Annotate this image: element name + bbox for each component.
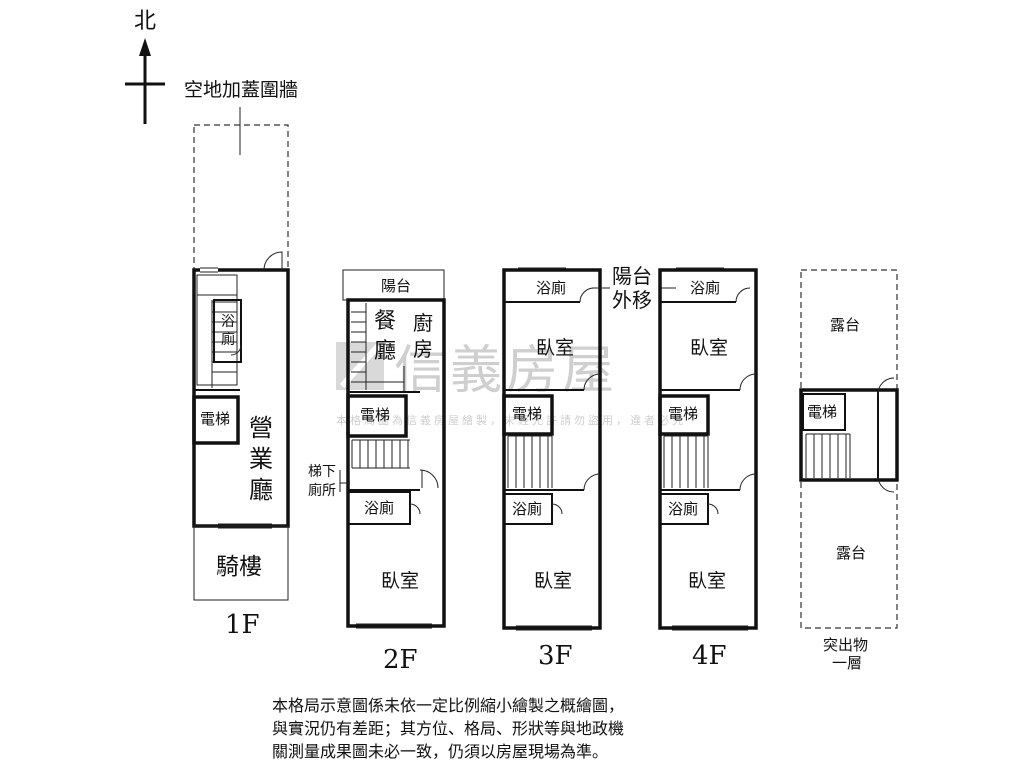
floor-1f-label: 1F [225,610,260,640]
roof-structure [799,388,899,482]
floor-4f-label: 4F [692,641,727,671]
floor-3f-label: 3F [538,641,573,671]
terrace-bottom-label: 露台 [836,544,866,562]
elevator-2f-label: 電梯 [360,406,390,424]
elevator-2f [346,394,408,438]
bedroom-4f-label: 臥室 [688,570,726,592]
floor-1f: 空地加蓋圍牆 浴 廁 電梯 營 業 廳 [184,79,298,640]
bath-3f-label: 浴廁 [512,500,542,518]
bedroom-3f-label: 臥室 [534,570,572,592]
stair-3f [507,435,553,488]
floor-4f: 浴廁 臥室 電梯 浴廁 臥室 4F [658,267,758,671]
elevator-1f [192,395,240,445]
north-label: 北 [134,9,156,34]
north-arrow-icon [125,38,165,124]
arcade-label: 騎樓 [216,554,262,580]
balcony-moved-label-1: 陽台 [612,264,652,288]
dining-label-2: 廳 [374,339,396,364]
disclaimer-line-2: 與實況仍有差距；其方位、格局、形狀等與地政機 [272,719,625,738]
bath-1f-label-1: 浴 [221,314,235,330]
stair-2f [351,303,405,392]
kitchen-label-1: 廚 [413,311,433,335]
yard-outline [193,124,289,271]
stair-toilet-label-2: 廁所 [308,482,336,499]
bath-4f-label: 浴廁 [668,500,698,518]
floor-2f: 陽台 餐 廳 廚 房 電梯 [308,269,446,675]
bedroom-3f-top-label: 臥室 [536,337,574,359]
bath-2f [347,491,411,525]
yard-label: 空地加蓋圍牆 [184,79,298,101]
hall-label-3: 廳 [249,476,273,504]
roof-label-2: 一層 [832,654,862,672]
bath-1f [213,299,242,363]
bedroom-2f-label: 臥室 [381,570,419,592]
floor-roof: 露台 電梯 露台 突出物 一層 [799,269,899,672]
floor-4f-outline [658,268,758,630]
elevator-roof-label: 電梯 [807,403,837,421]
bath-4f [659,493,709,525]
stair-roof [805,433,851,478]
stair-2f-lower [351,439,410,469]
terrace-top-label: 露台 [830,316,860,334]
elevator-roof [802,393,846,431]
elevator-1f-label: 電梯 [200,410,230,428]
elevator-4f-label: 電梯 [668,405,698,423]
roof-label-1: 突出物 [823,636,868,654]
elevator-3f [502,394,554,436]
disclaimer-line-3: 關測量成果圖未必一致，仍須以房屋現場為準。 [272,742,609,761]
disclaimer: 本格局示意圖係未依一定比例縮小繪製之概繪圖， 與實況仍有差距；其方位、格局、形狀… [272,694,792,763]
bath-1f-label-2: 廁 [221,331,235,348]
elevator-3f-label: 電梯 [512,405,542,423]
bedroom-4f-top-label: 臥室 [690,337,728,359]
hall-label: 營 [249,414,273,442]
floor-2f-outline [346,298,446,628]
bath-3f [503,493,553,525]
bath-2f-label: 浴廁 [364,499,394,517]
floor-2f-label: 2F [383,645,418,675]
stair-4f [663,435,709,488]
kitchen-label-2: 房 [413,337,433,361]
balcony-2f-label: 陽台 [381,277,411,295]
floor-3f-outline [502,268,602,630]
stair-toilet-label-1: 梯下 [308,464,336,480]
disclaimer-line-1: 本格局示意圖係未依一定比例縮小繪製之概繪圖， [272,696,625,715]
elevator-4f [658,394,710,436]
bath-3f-top-label: 浴廁 [536,279,566,297]
bath-4f-top-label: 浴廁 [690,279,720,297]
arcade-1f [193,525,289,601]
floor-3f: 浴廁 臥室 電梯 浴廁 臥室 3F [502,267,602,671]
hall-label-2: 業 [249,445,273,473]
dining-label-1: 餐 [374,309,396,334]
watermark-notice: 本格局圖為信義房屋繪製，未經允許請勿盜用，違者必究 [336,413,686,427]
balcony-moved-label-2: 外移 [612,288,652,312]
